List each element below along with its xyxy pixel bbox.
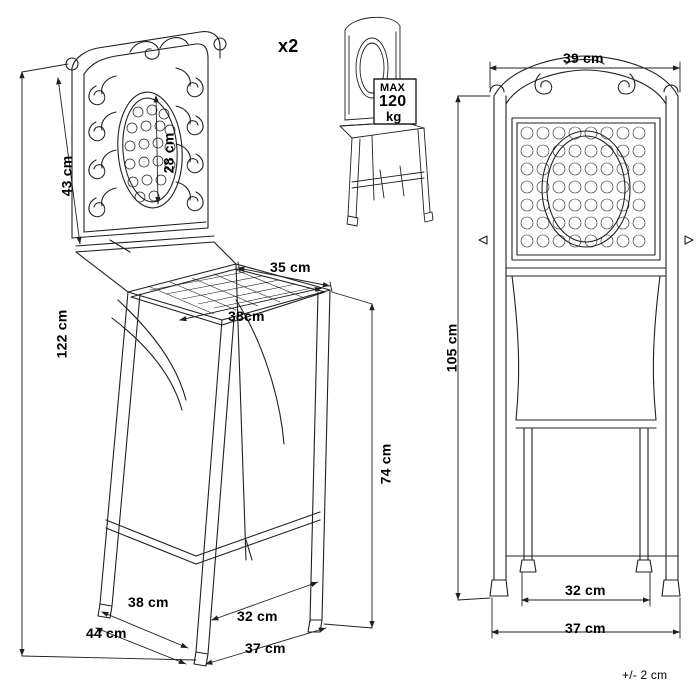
max-load-unit: kg	[386, 109, 402, 124]
dim-seat-depth: 35 cm	[270, 259, 311, 275]
dim-back-panel-height: 43 cm	[58, 155, 75, 197]
dim-base-depth: 38 cm	[128, 594, 169, 610]
dim-base-width: 37 cm	[245, 640, 286, 656]
dim-seat-width: 38cm	[228, 308, 265, 324]
dim-footrest-width: 32 cm	[237, 608, 278, 624]
quantity-label: x2	[278, 36, 299, 56]
dimension-lines	[19, 61, 681, 665]
right-chair-illustration	[478, 55, 694, 597]
dim-top-width: 39 cm	[563, 50, 604, 66]
dim-folded-height: 105 cm	[443, 323, 460, 373]
max-load-line1: MAX	[380, 82, 406, 94]
tolerance-note: +/- 2 cm	[622, 668, 668, 682]
dim-inner-base-width: 32 cm	[565, 582, 606, 598]
max-load-illustration	[339, 16, 434, 227]
dim-medallion-height: 28 cm	[160, 132, 177, 174]
dim-base-diagonal: 44 cm	[86, 625, 127, 641]
dim-seat-height: 74 cm	[377, 443, 394, 485]
left-chair-illustration	[65, 31, 331, 667]
max-load-value: 120	[379, 93, 407, 110]
dim-outer-base-width: 37 cm	[565, 620, 606, 636]
dim-total-height: 122 cm	[53, 309, 70, 359]
